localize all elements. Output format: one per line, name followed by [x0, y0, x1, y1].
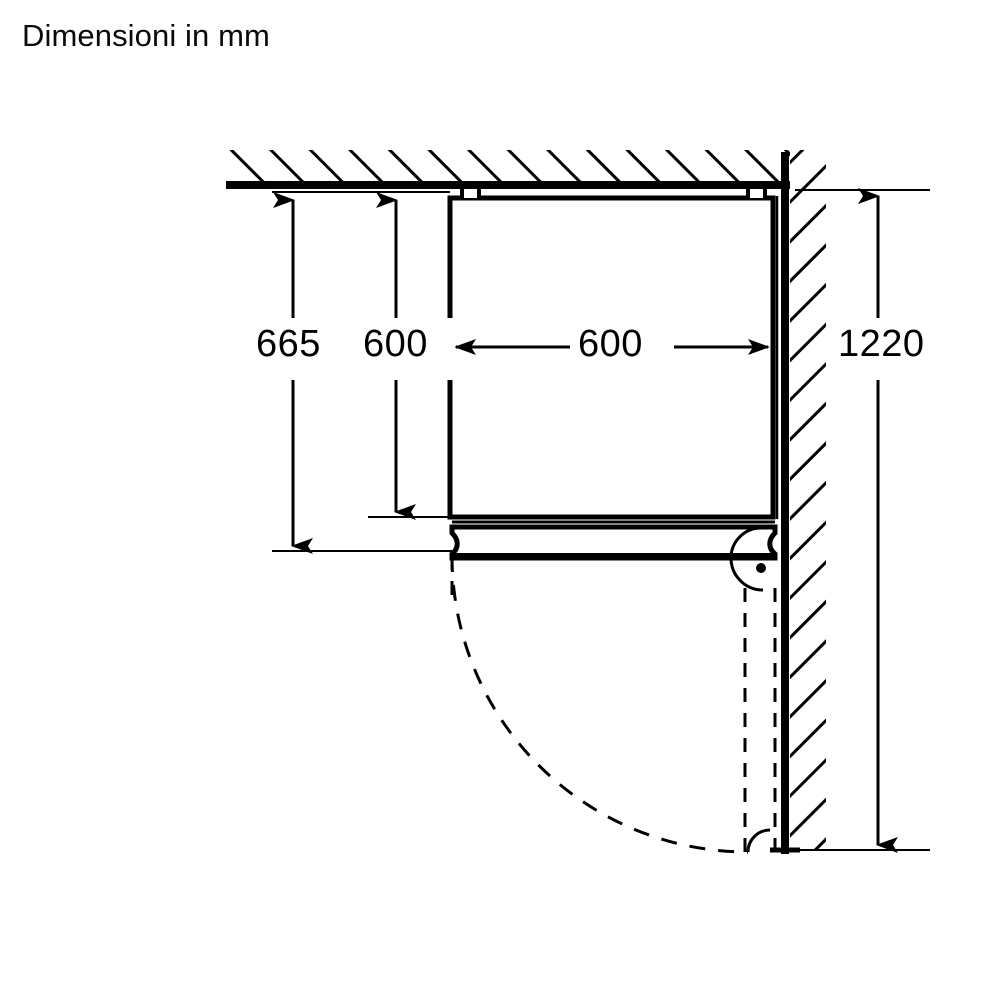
- appliance-door: [449, 520, 778, 592]
- hinge-arc-lower: [729, 557, 764, 592]
- dimension-label-600-vertical: 600: [363, 323, 428, 365]
- door-swing-indication: [450, 555, 777, 854]
- door-open-hinge-arc: [746, 828, 771, 853]
- rear-spacer-left: [460, 185, 481, 198]
- dimension-label-665: 665: [256, 323, 321, 365]
- right-wall-hatching: [790, 150, 826, 850]
- label-backdrops: [252, 318, 958, 380]
- wall-assembly: [226, 150, 826, 854]
- dimension-label-1220: 1220: [838, 323, 925, 365]
- top-wall-hatching: [226, 150, 790, 184]
- hinge-arc: [729, 526, 762, 559]
- door-swing-arc: [450, 555, 749, 854]
- dimension-label-600-horizontal: 600: [578, 323, 643, 365]
- hinge-pivot-dot: [756, 563, 766, 573]
- rear-spacer-right: [746, 185, 767, 198]
- page-title: Dimensioni in mm: [22, 18, 270, 53]
